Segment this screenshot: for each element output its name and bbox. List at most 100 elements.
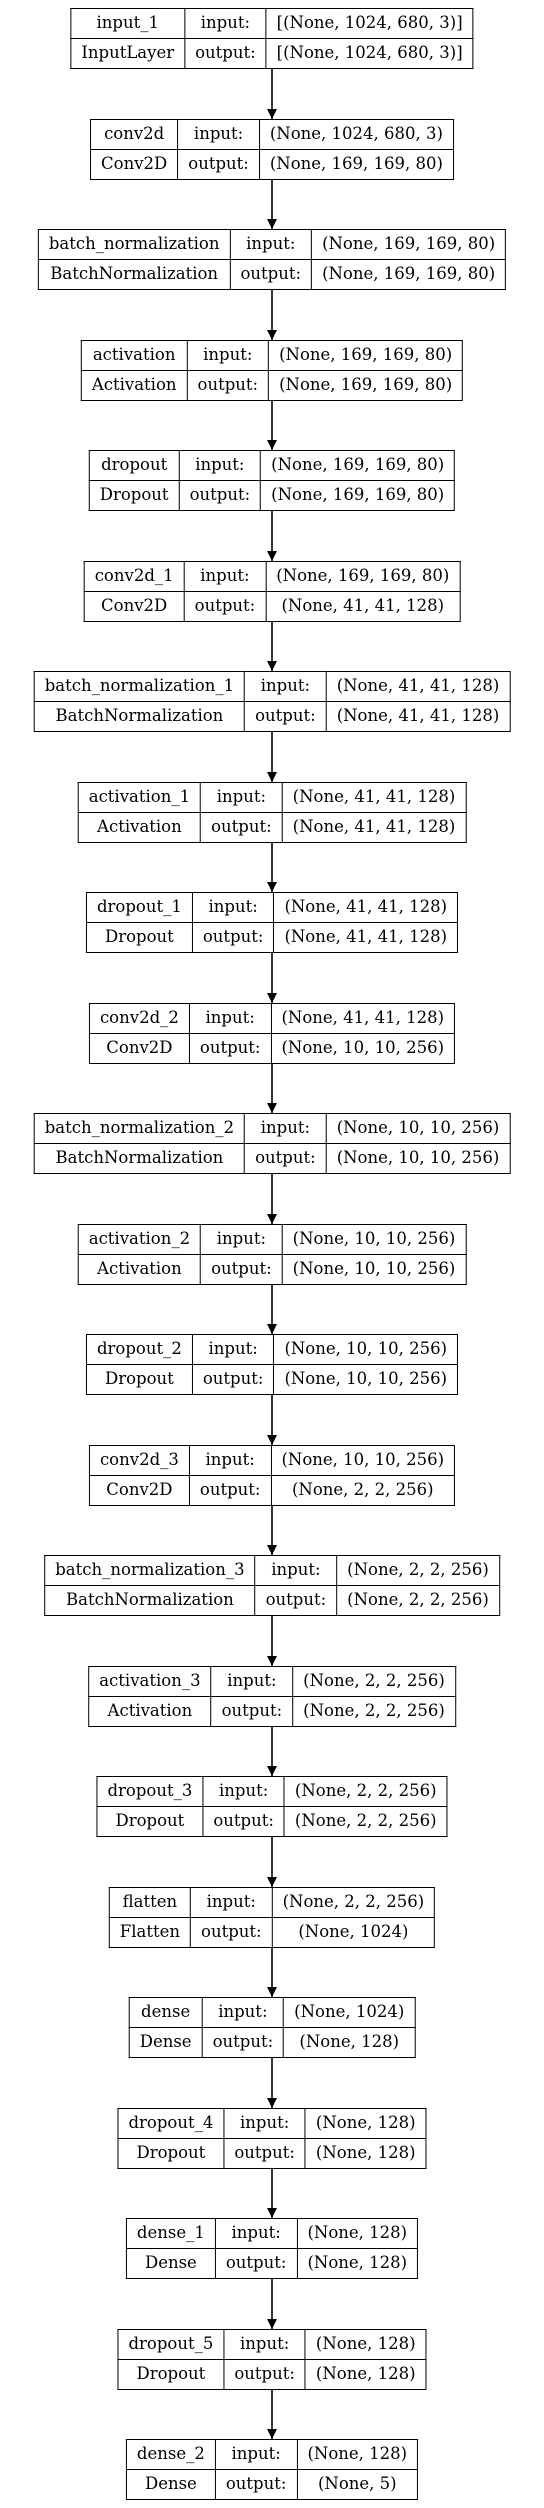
layer-name: dropout_2 — [85, 1334, 193, 1365]
layer-class: Conv2D — [88, 1474, 190, 1506]
layer-class: BatchNormalization — [33, 701, 246, 732]
input-shape: [(None, 1024, 680, 3)] — [265, 8, 474, 39]
output-shape: (None, 2, 2, 256) — [283, 1806, 448, 1837]
layer-class: Activation — [80, 369, 188, 401]
layer-name: batch_normalization_2 — [33, 1113, 246, 1144]
input-label: input: — [214, 2439, 298, 2470]
input-shape: (None, 10, 10, 256) — [273, 1334, 459, 1365]
input-label: input: — [244, 671, 327, 702]
output-shape: (None, 5) — [296, 2469, 419, 2500]
layer-class: Conv2D — [88, 1032, 190, 1064]
output-label: output: — [191, 1364, 275, 1395]
layer-name: batch_normalization_3 — [44, 1555, 256, 1586]
layer-name: batch_normalization_1 — [33, 671, 246, 702]
layer-name: activation_2 — [77, 1223, 202, 1255]
output-shape: (None, 2, 2, 256) — [292, 1695, 456, 1727]
layer-name: input_1 — [70, 8, 186, 39]
input-shape: (None, 128) — [296, 2218, 419, 2249]
output-shape: (None, 41, 41, 128) — [265, 590, 461, 622]
input-label: input: — [178, 450, 262, 481]
input-label: input: — [188, 1444, 272, 1476]
output-label: output: — [188, 1032, 272, 1064]
input-label: input: — [214, 2218, 298, 2249]
input-label: input: — [244, 1113, 327, 1144]
layer-class: Dropout — [85, 922, 193, 953]
input-label: input: — [200, 781, 283, 813]
output-label: output: — [201, 2027, 285, 2058]
output-label: output: — [202, 1806, 285, 1837]
layer-name: batch_normalization — [37, 229, 231, 260]
input-shape: (None, 2, 2, 256) — [271, 1886, 436, 1918]
input-shape: (None, 1024) — [283, 1997, 416, 2028]
layer-name: activation_1 — [77, 781, 202, 813]
input-label: input: — [229, 229, 313, 260]
layer-name: dropout_1 — [85, 892, 193, 923]
input-shape: (None, 2, 2, 256) — [336, 1555, 500, 1586]
input-shape: (None, 128) — [304, 2107, 427, 2139]
layer-class: InputLayer — [70, 38, 186, 69]
output-shape: [(None, 1024, 680, 3)] — [265, 38, 474, 69]
layer-name: flatten — [108, 1886, 192, 1918]
output-label: output: — [177, 148, 260, 180]
layer-class: Dense — [125, 2248, 216, 2279]
output-label: output: — [191, 922, 275, 953]
input-shape: (None, 2, 2, 256) — [283, 1776, 448, 1807]
output-label: output: — [178, 480, 262, 511]
layer-class: Flatten — [108, 1916, 192, 1948]
input-label: input: — [188, 1002, 272, 1034]
input-shape: (None, 169, 169, 80) — [260, 450, 456, 481]
output-label: output: — [184, 38, 267, 69]
layer-class: Conv2D — [83, 590, 185, 622]
layer-name: activation_3 — [88, 1665, 212, 1697]
input-shape: (None, 128) — [296, 2439, 419, 2470]
layer-class: Conv2D — [90, 148, 179, 180]
input-shape: (None, 128) — [304, 2328, 427, 2360]
input-label: input: — [201, 1997, 285, 2028]
input-label: input: — [202, 1776, 285, 1807]
layer-class: Dropout — [88, 480, 180, 511]
layer-name: dense — [128, 1997, 203, 2028]
input-label: input: — [191, 1334, 275, 1365]
output-label: output: — [214, 2469, 298, 2500]
layer-class: Activation — [88, 1695, 212, 1727]
layer-class: Dropout — [117, 2358, 225, 2390]
input-shape: (None, 1024, 680, 3) — [258, 118, 454, 150]
output-shape: (None, 169, 169, 80) — [258, 148, 454, 180]
input-shape: (None, 41, 41, 128) — [270, 1002, 456, 1034]
input-label: input: — [186, 339, 270, 371]
input-shape: (None, 10, 10, 256) — [325, 1113, 511, 1144]
input-shape: (None, 2, 2, 256) — [292, 1665, 456, 1697]
layer-name: conv2d_1 — [83, 560, 185, 592]
layer-name: activation — [80, 339, 188, 371]
output-label: output: — [200, 1253, 283, 1285]
input-shape: (None, 41, 41, 128) — [281, 781, 467, 813]
output-label: output: — [223, 2358, 306, 2390]
output-label: output: — [186, 369, 270, 401]
output-label: output: — [210, 1695, 294, 1727]
output-shape: (None, 1024) — [271, 1916, 436, 1948]
layer-name: dropout — [88, 450, 180, 481]
output-shape: (None, 10, 10, 256) — [325, 1143, 511, 1174]
